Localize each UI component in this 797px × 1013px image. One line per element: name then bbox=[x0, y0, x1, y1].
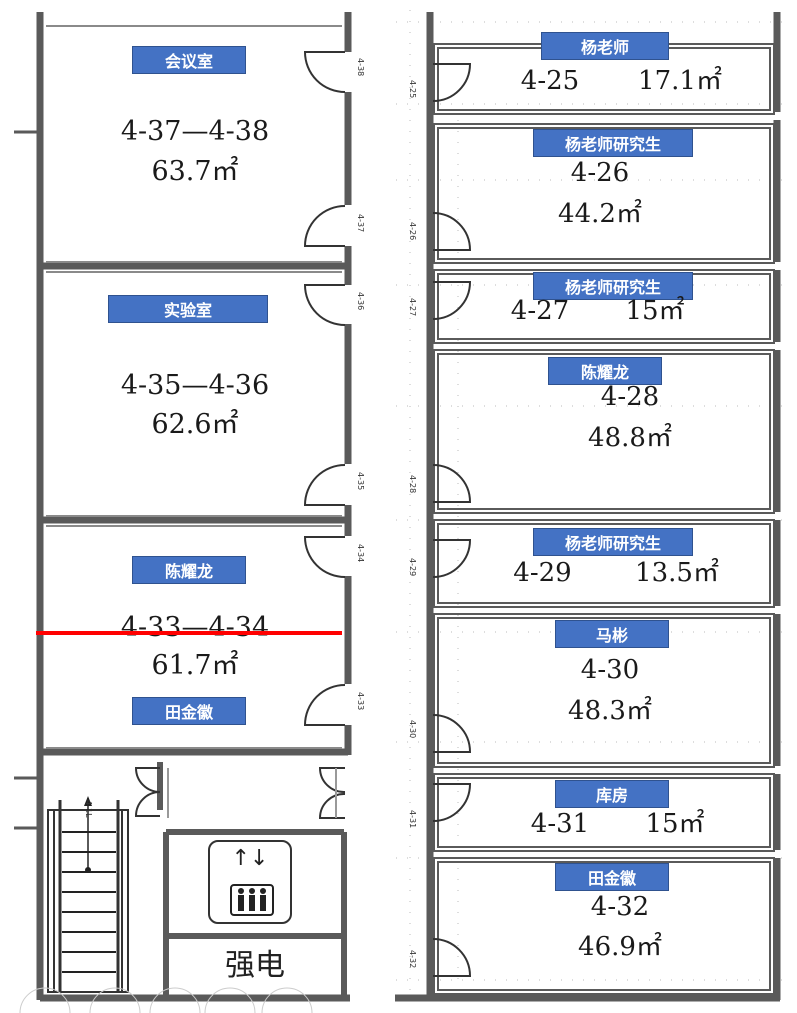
core-doors bbox=[134, 767, 346, 819]
room-number: 4-31 bbox=[530, 809, 590, 839]
door-mark: 4-34 bbox=[356, 544, 365, 563]
room-area: 63.7㎡ bbox=[151, 156, 239, 187]
room-tag: 杨老师研究生 bbox=[533, 129, 693, 157]
room-number: 4-29 bbox=[513, 558, 572, 588]
door-mark: 4-31 bbox=[408, 810, 417, 829]
bottom-arcs bbox=[19, 987, 313, 1013]
room-number: 4-28 bbox=[600, 382, 660, 412]
room-number: 4-25 bbox=[520, 66, 580, 96]
door-mark: 4-26 bbox=[408, 222, 417, 241]
grid-lines bbox=[396, 10, 792, 990]
door-mark: 4-25 bbox=[408, 80, 417, 99]
room-number: 4-30 bbox=[580, 655, 640, 685]
room-number: 4-35—4-36 bbox=[120, 370, 270, 401]
room-number: 4-32 bbox=[590, 892, 650, 922]
door-mark: 4-38 bbox=[356, 58, 365, 77]
left-walls bbox=[36, 12, 352, 1002]
room-number: 4-37—4-38 bbox=[120, 116, 270, 147]
room-tag: 杨老师 bbox=[541, 32, 669, 60]
room-tag-occupant-2: 田金徽 bbox=[132, 697, 246, 725]
room-number: 4-26 bbox=[570, 158, 630, 188]
room-area: 48.8㎡ bbox=[588, 423, 672, 453]
left-doors bbox=[303, 51, 346, 726]
door-mark: 4-32 bbox=[408, 950, 417, 969]
room-tag: 杨老师研究生 bbox=[533, 272, 693, 300]
power-room-label: 强电 bbox=[225, 948, 285, 983]
core-walls bbox=[157, 762, 347, 1000]
room-tag: 库房 bbox=[555, 780, 669, 808]
room-tag: 陈耀龙 bbox=[548, 357, 662, 385]
door-mark: 4-33 bbox=[356, 692, 365, 711]
room-area: 15㎡ bbox=[645, 809, 705, 839]
room-area: 62.6㎡ bbox=[151, 409, 239, 440]
door-mark: 4-35 bbox=[356, 472, 365, 491]
room-tag-lab: 实验室 bbox=[108, 295, 268, 323]
room-area: 44.2㎡ bbox=[558, 199, 642, 229]
elevator-icon: ↑↓ bbox=[208, 840, 292, 924]
door-mark: 4-30 bbox=[408, 720, 417, 739]
room-area: 48.3㎡ bbox=[568, 696, 652, 726]
stairs-label: 4-1L bbox=[84, 800, 93, 818]
door-mark: 4-27 bbox=[408, 298, 417, 317]
room-area: 17.1㎡ bbox=[638, 66, 722, 96]
door-mark: 4-37 bbox=[356, 214, 365, 233]
room-area: 61.7㎡ bbox=[151, 650, 239, 681]
room-tag-meeting: 会议室 bbox=[132, 46, 246, 74]
elevator-people-icon bbox=[230, 884, 274, 916]
door-mark: 4-29 bbox=[408, 558, 417, 577]
room-tag: 马彬 bbox=[555, 620, 669, 648]
room-number: 4-27 bbox=[510, 296, 570, 326]
room-area: 13.5㎡ bbox=[635, 558, 719, 588]
stairs bbox=[47, 796, 129, 993]
elevator-arrows-icon: ↑↓ bbox=[231, 846, 269, 871]
room-area: 15㎡ bbox=[625, 296, 685, 326]
room-tag: 田金徽 bbox=[555, 863, 669, 891]
room-area: 46.9㎡ bbox=[578, 932, 662, 962]
right-walls bbox=[395, 12, 781, 1002]
left-wall-inner bbox=[46, 25, 342, 749]
room-number: 4-33—4-34 bbox=[120, 612, 270, 643]
door-mark: 4-28 bbox=[408, 475, 417, 494]
room-tag: 杨老师研究生 bbox=[533, 528, 693, 556]
door-mark: 4-36 bbox=[356, 292, 365, 311]
right-doors bbox=[432, 63, 472, 977]
red-marker-line bbox=[36, 631, 342, 635]
room-tag-occupant: 陈耀龙 bbox=[132, 556, 246, 584]
